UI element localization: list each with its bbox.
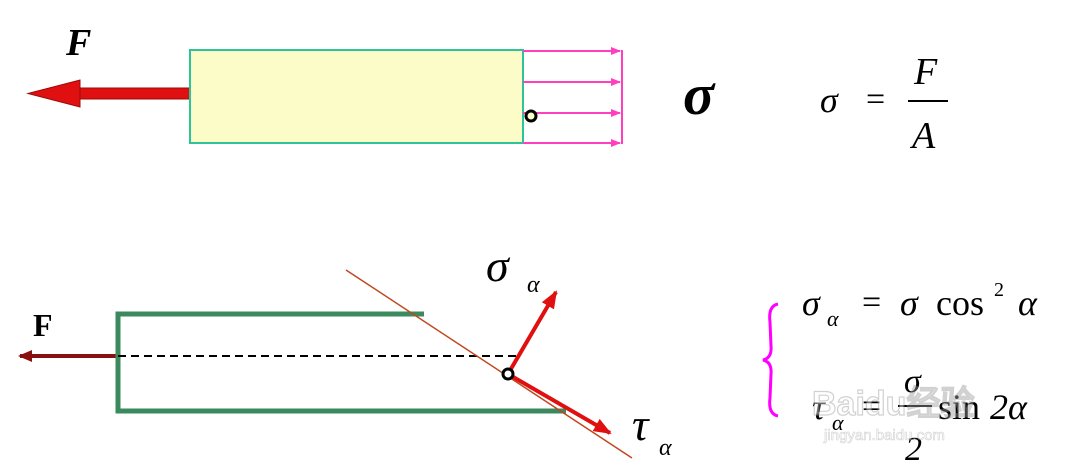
formula-equals: =: [866, 81, 885, 118]
formula-lhs: σ: [820, 80, 839, 120]
formula2-rhs: 2α: [990, 387, 1028, 427]
stress-distribution-arrows: [523, 47, 623, 147]
baidu-watermark: Baidu经验 jingyan.baidu.com: [811, 383, 975, 444]
watermark-url: jingyan.baidu.com: [823, 427, 945, 444]
bottom-force-label: F: [33, 307, 53, 343]
formula-numerator: F: [913, 51, 938, 93]
shear-stress-arrow: [506, 372, 612, 435]
top-force-label: F: [65, 22, 91, 64]
normal-stress-arrow: [506, 290, 558, 376]
top-point-marker: [524, 109, 538, 123]
bottom-bar-outline: [115, 311, 566, 414]
formula1-lhs: σ α: [802, 283, 839, 331]
bottom-diagram: F σ α τ α σ α = σ: [18, 240, 1038, 468]
formula-denominator: A: [909, 115, 936, 157]
top-bar: [189, 49, 524, 144]
formula1-cos: cos: [936, 283, 984, 323]
top-diagram: F σ σ = F A: [26, 22, 948, 157]
formula2-lhs: τ α: [812, 387, 844, 435]
inclined-section-line: [345, 269, 633, 459]
bottom-point-marker: [501, 367, 515, 381]
formula-sigma-alpha: σ α = σ cos 2 α: [802, 279, 1038, 331]
formula2-denominator: 2: [905, 431, 922, 468]
formula2-sin: sin: [938, 387, 980, 427]
formula-tau-alpha: τ α = σ 2 sin 2α: [812, 363, 1028, 468]
formula1-sigma: σ: [900, 283, 919, 323]
formula1-exponent: 2: [994, 279, 1004, 301]
top-force-arrow: [26, 79, 191, 108]
shear-stress-label: τ α: [632, 399, 672, 461]
formula1-equals: =: [862, 284, 881, 321]
formula1-alpha: α: [1018, 283, 1038, 323]
top-stress-symbol: σ: [683, 62, 716, 127]
watermark-logo: Baidu经验: [812, 384, 974, 423]
normal-stress-label: σ α: [486, 240, 540, 298]
formula2-equals: =: [862, 388, 881, 425]
formula2-numerator: σ: [904, 363, 922, 400]
formula-brace: [762, 302, 779, 418]
formula-sigma-f-over-a: σ = F A: [820, 51, 948, 157]
